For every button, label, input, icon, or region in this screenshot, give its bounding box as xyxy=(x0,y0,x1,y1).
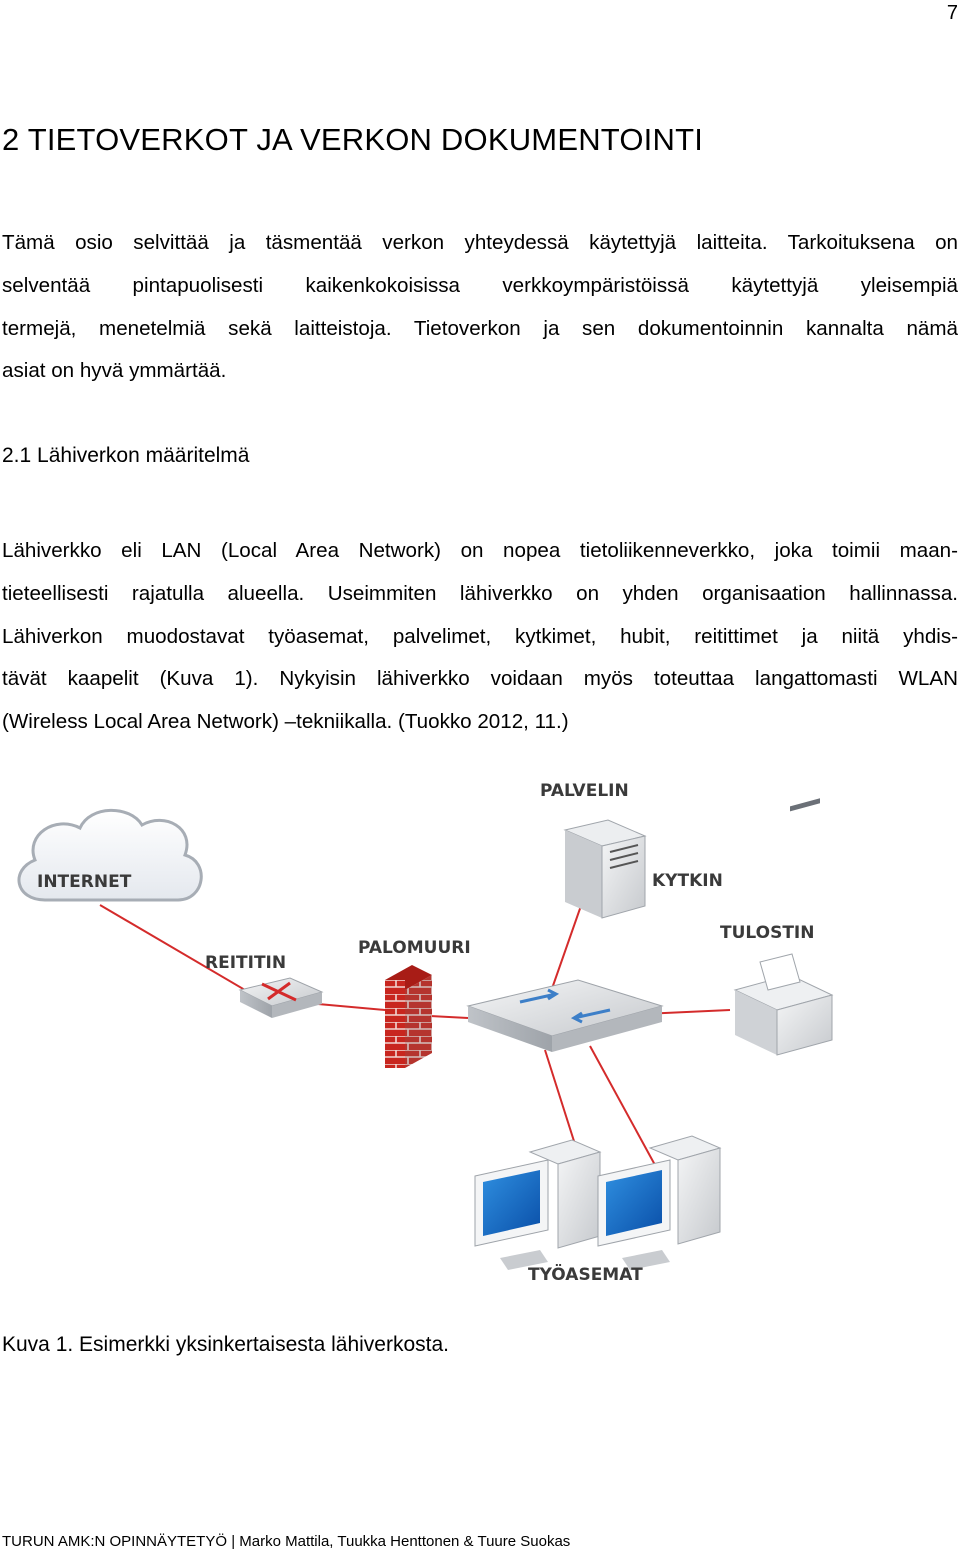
switch-icon xyxy=(466,979,664,1052)
workstation-2-icon xyxy=(597,1135,722,1270)
firewall-label: PALOMUURI xyxy=(358,938,471,958)
router-label: REITITIN xyxy=(205,953,286,973)
section-line: Lähiverkko eli LAN (Local Area Network) … xyxy=(2,539,958,562)
page-number: 7 xyxy=(946,2,958,24)
internet-label: INTERNET xyxy=(37,872,132,892)
router-icon xyxy=(238,977,324,1018)
footer-separator: | xyxy=(231,1533,236,1550)
printer-label: TULOSTIN xyxy=(720,923,814,943)
section-paragraph: Lähiverkko eli LAN (Local Area Network) … xyxy=(2,530,958,744)
page-footer: TURUN AMK:N OPINNÄYTETYÖ | Marko Mattila… xyxy=(2,1533,570,1550)
figure-caption: Kuva 1. Esimerkki yksinkertaisesta lähiv… xyxy=(2,1333,449,1356)
footer-school: TURUN AMK:N OPINNÄYTETYÖ xyxy=(2,1533,228,1550)
switch-label: KYTKIN xyxy=(652,871,723,891)
workstation-1-icon xyxy=(474,1139,602,1270)
section-line: Lähiverkon muodostavat työasemat, palvel… xyxy=(2,624,958,648)
workstations-label: TYÖASEMAT xyxy=(528,1263,643,1285)
server-label: PALVELIN xyxy=(540,781,629,801)
intro-line: termejä, menetelmiä sekä laitteistoja. T… xyxy=(2,316,958,340)
cable-router-firewall xyxy=(317,1003,386,1011)
cable-firewall-switch xyxy=(429,1015,469,1019)
section-line: tävät kaapelit (Kuva 1). Nykyisin lähive… xyxy=(2,667,958,691)
chapter-title: 2 TIETOVERKOT JA VERKON DOKUMENTOINTI xyxy=(2,122,704,157)
printer-icon xyxy=(733,798,834,1056)
intro-paragraph: Tämä osio selvittää ja täsmentää verkon … xyxy=(2,222,958,393)
intro-line: selventää pintapuolisesti kaikenkokoisis… xyxy=(2,273,958,297)
footer-authors: Marko Mattila, Tuukka Henttonen & Tuure … xyxy=(239,1533,571,1550)
server-icon xyxy=(563,819,647,919)
network-diagram: INTERNET REITITIN PALOMUURI KYTKIN PALVE… xyxy=(17,781,834,1285)
section-title: 2.1 Lähiverkon määritelmä xyxy=(2,444,250,467)
firewall-icon xyxy=(385,965,432,1068)
section-line: tieteellisesti rajatulla alueella. Useim… xyxy=(2,581,958,605)
cable-switch-workstation-2 xyxy=(589,1045,656,1166)
intro-line: asiat on hyvä ymmärtää. xyxy=(2,359,227,383)
internet-cloud-icon xyxy=(17,808,203,902)
cable-internet-router xyxy=(99,904,263,1001)
section-line: (Wireless Local Area Network) –tekniikal… xyxy=(2,710,569,734)
intro-line: Tämä osio selvittää ja täsmentää verkon … xyxy=(2,231,958,254)
